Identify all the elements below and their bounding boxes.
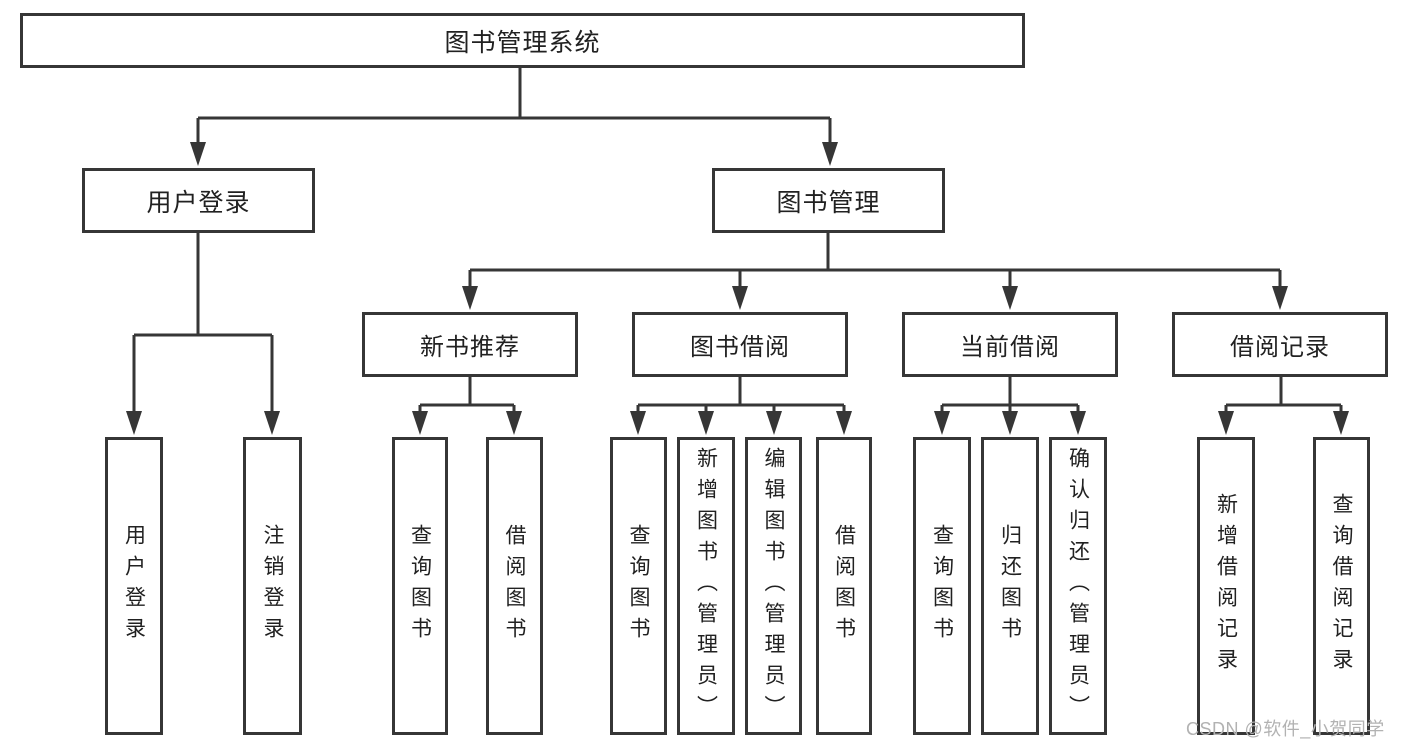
node-book-borrow: 图书借阅: [632, 312, 848, 377]
node-current-borrow: 当前借阅: [902, 312, 1118, 377]
leaf-query-books-current-label: 查询图书: [930, 524, 954, 648]
arrowhead: [698, 411, 714, 435]
arrowhead: [190, 142, 206, 166]
leaf-query-books-borrow-label: 查询图书: [627, 524, 650, 648]
leaf-borrow-books-borrow: 借阅图书: [816, 437, 872, 735]
leaf-query-borrow-record: 查询借阅记录: [1313, 437, 1370, 735]
connector-new-book-recommend-to-children: [412, 377, 522, 435]
node-new-book-recommend: 新书推荐: [362, 312, 578, 377]
leaf-query-books-recommend-label: 查询图书: [408, 524, 432, 648]
leaf-query-borrow-record-label: 查询借阅记录: [1330, 493, 1353, 679]
arrowhead: [462, 286, 478, 310]
leaf-confirm-return-admin-label: 确认归还（管理员）: [1066, 446, 1090, 726]
arrowhead: [1218, 411, 1234, 435]
node-new-book-recommend-label: 新书推荐: [420, 334, 520, 361]
leaf-add-books-admin: 新增图书（管理员）: [677, 437, 735, 735]
leaf-edit-books-admin: 编辑图书（管理员）: [745, 437, 802, 735]
arrowhead: [822, 142, 838, 166]
leaf-add-borrow-record: 新增借阅记录: [1197, 437, 1255, 735]
arrowhead: [506, 411, 522, 435]
connector-user-login-to-children: [126, 232, 280, 435]
arrowhead: [1272, 286, 1288, 310]
arrowhead: [1002, 411, 1018, 435]
leaf-logout-login: 注销登录: [243, 437, 302, 735]
node-book-management-label: 图书管理: [776, 188, 881, 217]
node-user-login-label: 用户登录: [146, 188, 251, 217]
node-borrow-records-label: 借阅记录: [1230, 334, 1330, 361]
connector-book-management-to-level3: [462, 233, 1288, 310]
leaf-edit-books-admin-label: 编辑图书（管理员）: [762, 446, 785, 726]
connector-root-to-level2: [190, 68, 838, 166]
node-book-management: 图书管理: [712, 168, 945, 233]
arrowhead: [412, 411, 428, 435]
leaf-return-books-label: 归还图书: [998, 524, 1022, 648]
arrowhead: [766, 411, 782, 435]
leaf-return-books: 归还图书: [981, 437, 1039, 735]
arrowhead: [1002, 286, 1018, 310]
arrowhead: [1333, 411, 1349, 435]
arrowhead: [126, 411, 142, 435]
csdn-watermark: CSDN @软件_小贺同学: [1186, 719, 1385, 739]
arrowhead: [836, 411, 852, 435]
arrowhead: [934, 411, 950, 435]
connector-borrow-records-to-children: [1218, 377, 1349, 435]
node-borrow-records: 借阅记录: [1172, 312, 1388, 377]
leaf-logout-login-label: 注销登录: [261, 524, 284, 648]
leaf-query-books-recommend: 查询图书: [392, 437, 448, 735]
leaf-confirm-return-admin: 确认归还（管理员）: [1049, 437, 1107, 735]
leaf-user-login: 用户登录: [105, 437, 163, 735]
leaf-add-borrow-record-label: 新增借阅记录: [1214, 493, 1238, 679]
leaf-query-books-current: 查询图书: [913, 437, 971, 735]
arrowhead: [264, 411, 280, 435]
leaf-borrow-books-recommend: 借阅图书: [486, 437, 543, 735]
node-current-borrow-label: 当前借阅: [960, 334, 1060, 361]
node-library-management-system: 图书管理系统: [20, 13, 1025, 68]
connector-book-borrow-to-children: [630, 377, 852, 435]
node-book-borrow-label: 图书借阅: [690, 334, 790, 361]
leaf-user-login-label: 用户登录: [122, 524, 146, 648]
leaf-borrow-books-recommend-label: 借阅图书: [503, 524, 526, 648]
node-user-login: 用户登录: [82, 168, 315, 233]
leaf-add-books-admin-label: 新增图书（管理员）: [694, 446, 718, 726]
arrowhead: [1070, 411, 1086, 435]
leaf-borrow-books-borrow-label: 借阅图书: [832, 524, 856, 648]
arrowhead: [630, 411, 646, 435]
connector-current-borrow-to-children: [934, 377, 1086, 435]
arrowhead: [732, 286, 748, 310]
leaf-query-books-borrow: 查询图书: [610, 437, 667, 735]
node-library-management-system-label: 图书管理系统: [444, 28, 601, 57]
